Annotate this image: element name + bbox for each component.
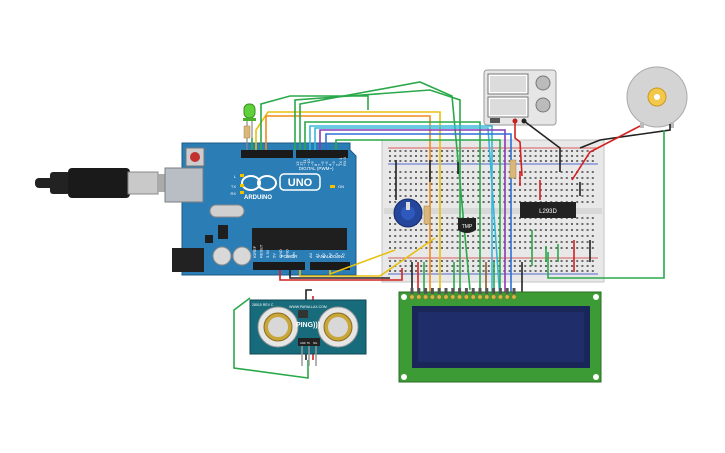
dc-motor[interactable] [626,66,688,128]
pin-label: ~9 [309,161,314,166]
tmp-label: TMP [462,224,473,230]
pin-label: ~3 [331,161,336,166]
pin-label: GND [278,249,283,258]
resistor-2[interactable] [509,159,517,179]
pin-label: ~11 [302,159,307,166]
pin-label: A4 [334,252,339,258]
ic-label: L293D [539,209,557,215]
ping-pin-5v: 5V [307,342,310,345]
pin-label: A2 [321,252,326,258]
wire-ends [410,288,516,294]
usb-cable[interactable] [35,168,168,198]
potentiometer[interactable] [393,198,423,228]
green-led[interactable] [243,103,256,150]
arduino-uno-board[interactable]: UNO ARDUINO L TX RX ON DIGITAL (PWM~) PO… [164,142,357,276]
ping-rev-label: 28015 REV C [252,303,274,307]
ping-pin-gnd: GND [300,342,306,345]
led-label-rx: RX [230,191,236,196]
arduino-brand-label: ARDUINO [244,195,272,201]
pin-label: ~5 [324,161,329,166]
pin-label: RX 0 [342,156,347,166]
ping-title-label: PING))) [296,322,320,329]
pin-label: ~10 [306,158,311,166]
pin-label: RESET [259,244,264,258]
pin-label: ~6 [320,161,325,166]
pin-label: 5V [272,253,277,258]
pin-label: GND [285,249,290,258]
l293d-chip[interactable]: L293D [520,202,576,218]
led-label-tx: TX [231,184,236,189]
arduino-model-label: UNO [288,177,313,189]
resistor[interactable] [423,205,431,225]
power-supply[interactable] [483,69,557,126]
lcd-16x2-display[interactable] [398,291,602,383]
pin-label: A5 [341,252,346,258]
pin-label: 2 [335,163,340,166]
pin-label: 7 [317,163,322,166]
temperature-sensor[interactable]: TMP [458,218,476,233]
pin-label: Vin [291,252,296,258]
pin-label: A0 [308,252,313,258]
pin-label: 3.3V [265,249,270,258]
analog-header-label: ANALOG IN [318,254,343,259]
power-header-label: POWER [280,254,298,259]
pin-label: A3 [328,252,333,258]
pin-label: 13 [295,161,300,166]
pin-label: TX 1 [338,157,343,166]
on-label: ON [338,184,344,189]
ping-url-label: WWW.PARALLAX.COM [289,305,327,309]
pin-label: 4 [327,163,332,166]
pin-label: 8 [313,163,318,166]
pin-label: 12 [299,161,304,166]
pin-label: IOREF [252,245,257,258]
led-label-l: L [234,174,237,179]
ping-ultrasonic-sensor[interactable]: WWW.PARALLAX.COM 28015 REV C PING))) GND… [249,299,367,366]
pin-label: A1 [315,252,320,258]
digital-header-label: DIGITAL (PWM~) [299,166,334,171]
ping-pin-sig: SIG [313,342,317,345]
